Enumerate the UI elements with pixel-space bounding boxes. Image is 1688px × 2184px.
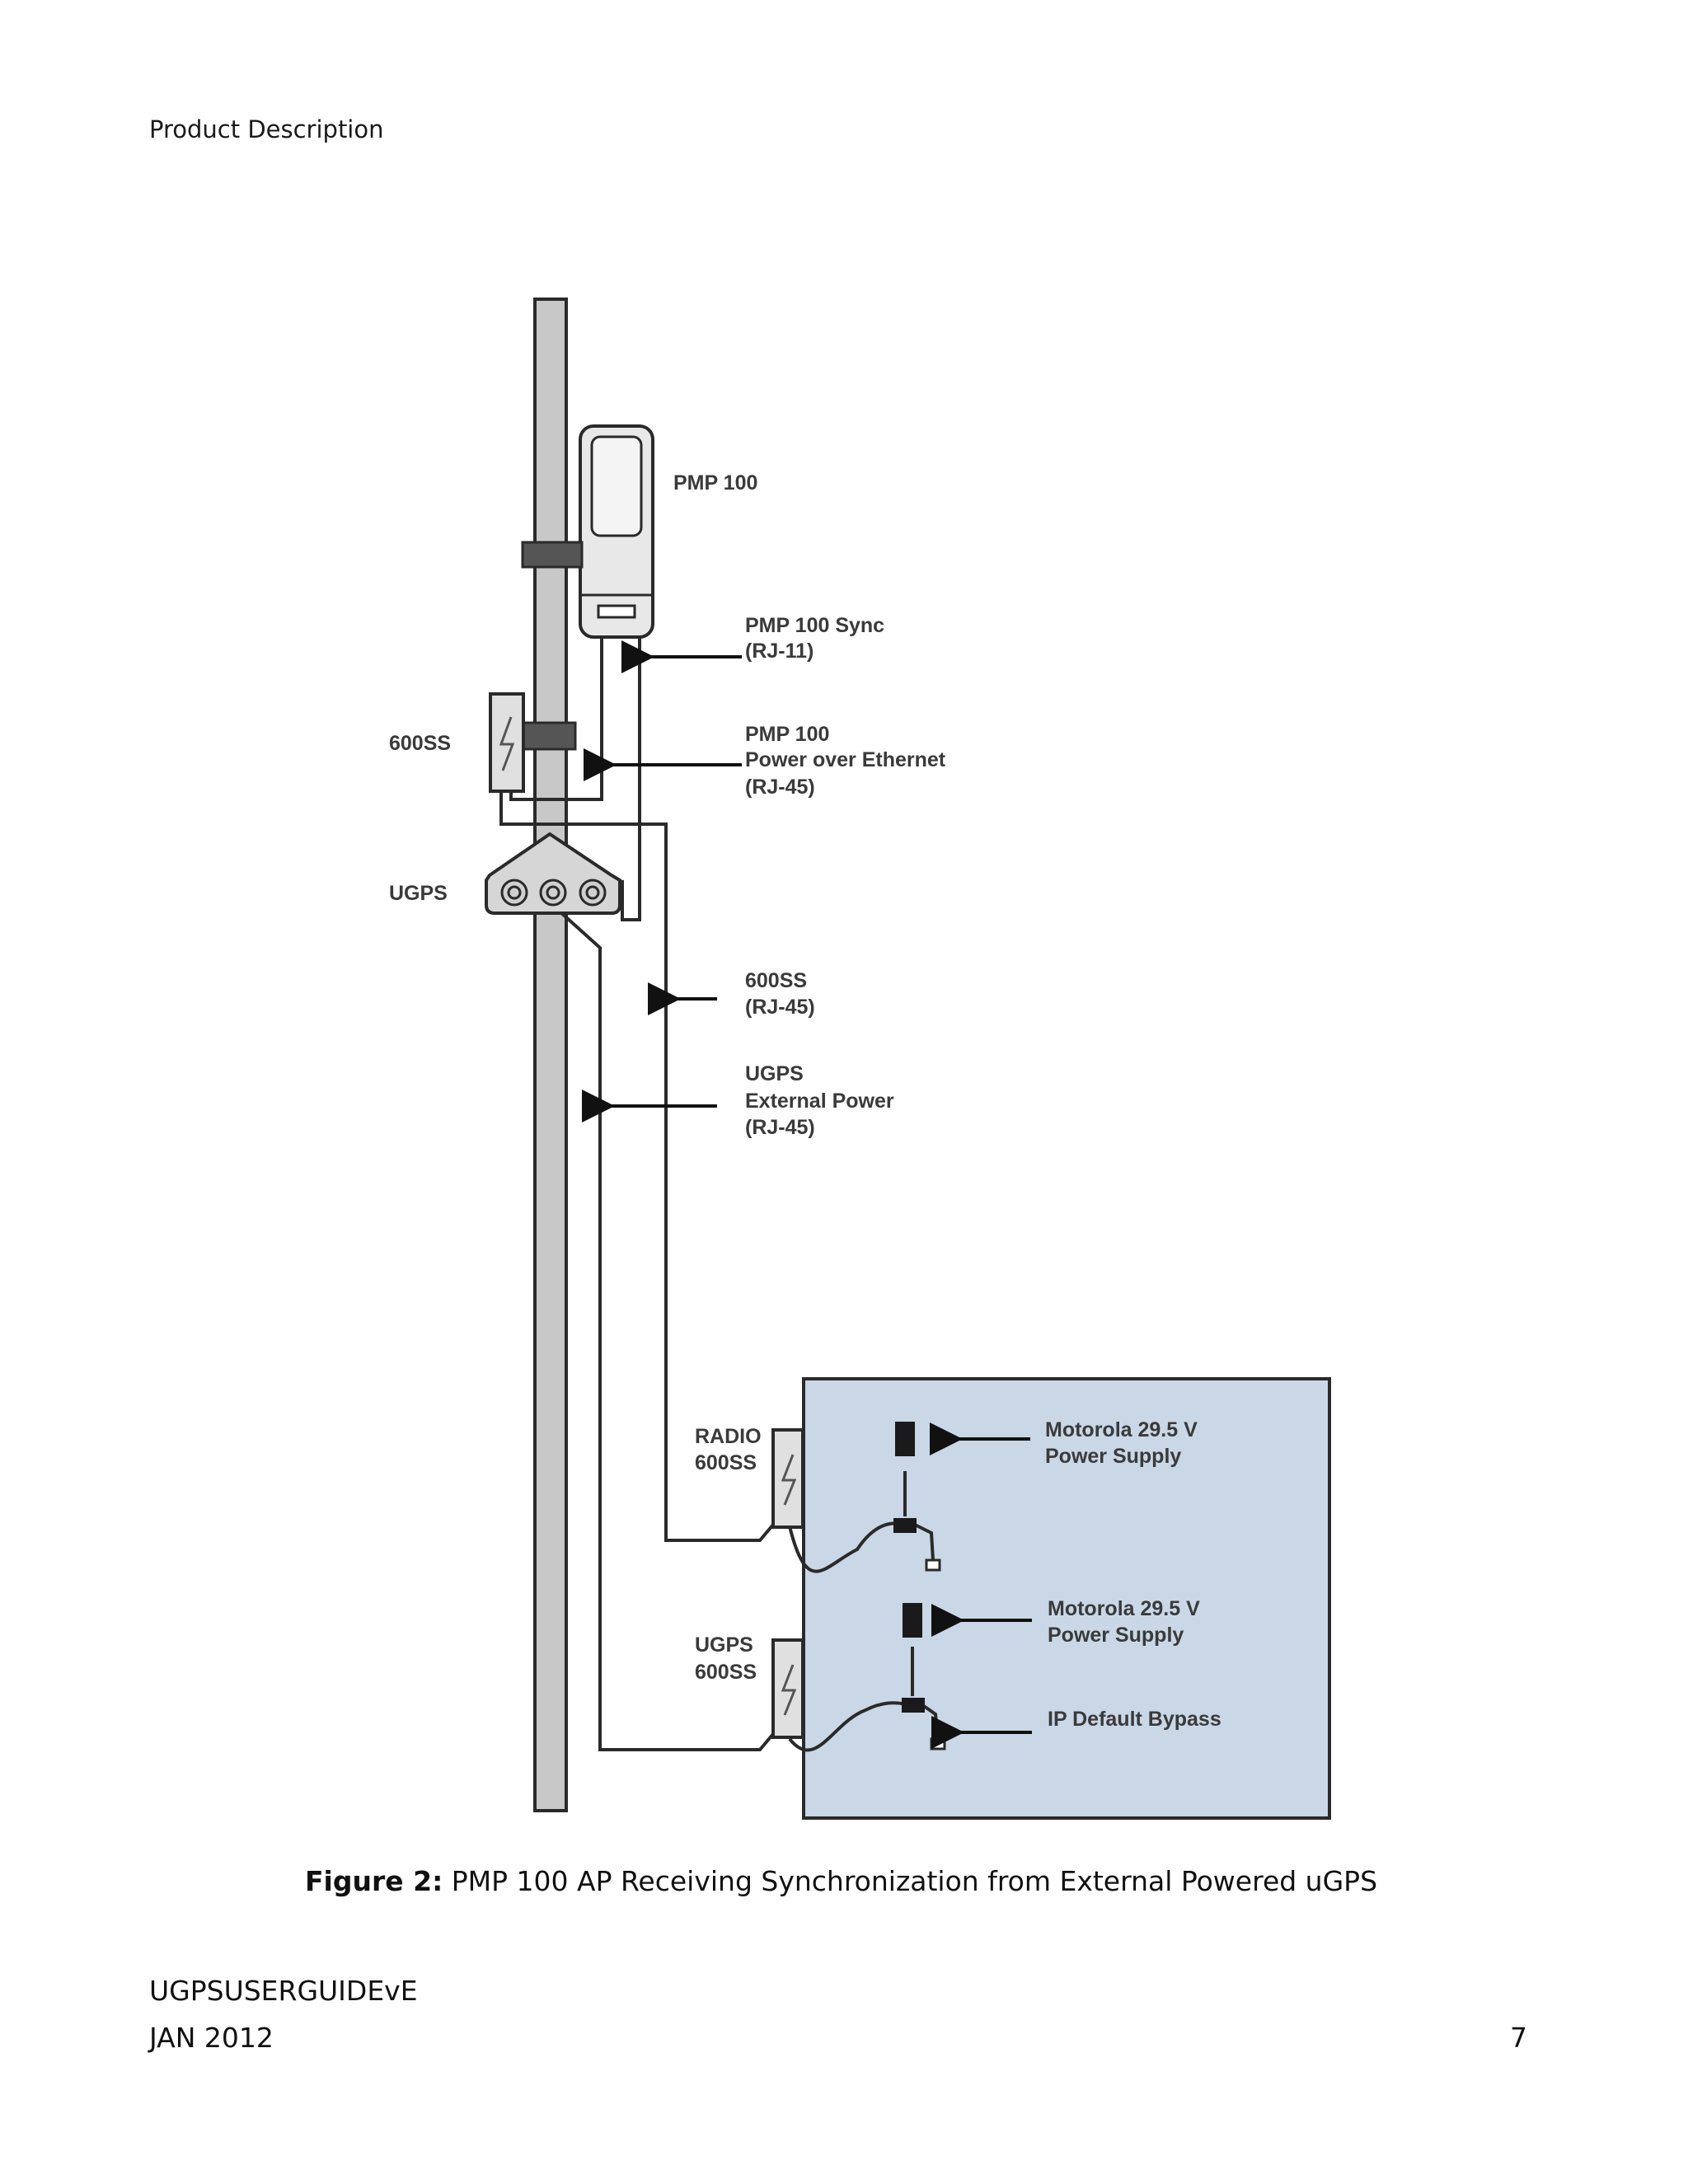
label-poe-line3: (RJ-45): [745, 776, 815, 799]
ss600-cable: [499, 791, 775, 1542]
label-psu2-line2: Power Supply: [1048, 1624, 1184, 1647]
figure-caption-text: PMP 100 AP Receiving Synchronization fro…: [443, 1865, 1378, 1897]
power-connector-2: [902, 1698, 925, 1713]
figure-caption: Figure 2: PMP 100 AP Receiving Synchroni…: [305, 1865, 1377, 1897]
label-psu1-line2: Power Supply: [1045, 1445, 1181, 1468]
ugps-unit: [485, 832, 621, 915]
ugps-psu-cable: [788, 1701, 907, 1752]
enclosure-box: [802, 1377, 1331, 1820]
label-ugps600-line1: UGPS: [695, 1633, 753, 1657]
page-number: 7: [1510, 2022, 1527, 2054]
poe-cable: [509, 628, 603, 801]
ugps-power-cable: [549, 902, 775, 1751]
label-psu1-line1: Motorola 29.5 V: [1045, 1418, 1198, 1441]
figure-caption-label: Figure 2:: [305, 1865, 443, 1897]
sync-cable: [621, 628, 641, 921]
pole-clamp-upper: [521, 541, 584, 569]
label-ugps600-line2: 600SS: [695, 1661, 757, 1684]
footer-date: JAN 2012: [149, 2022, 274, 2054]
label-poe-line1: PMP 100: [745, 723, 829, 746]
label-sync-line1: PMP 100 Sync: [745, 614, 884, 637]
power-connector-1: [893, 1518, 917, 1533]
pmp100-unit: [579, 424, 654, 639]
surge-suppressor-600ss: [489, 692, 525, 793]
label-ugps-ext-line1: UGPS: [745, 1062, 804, 1085]
page-header: Product Description: [149, 115, 384, 143]
radio-600ss-device: [771, 1428, 804, 1529]
label-600ss-cable-line1: 600SS: [745, 969, 807, 992]
label-ip-bypass: IP Default Bypass: [1048, 1708, 1221, 1731]
footer-document-id: UGPSUSERGUIDEvE: [149, 1975, 418, 2007]
label-poe-line2: Power over Ethernet: [745, 748, 946, 771]
psu1-bypass-lead: [914, 1523, 935, 1561]
power-supply-2: [903, 1603, 922, 1638]
label-600ss: 600SS: [389, 732, 451, 755]
power-supply-1: [895, 1422, 915, 1456]
label-ugps: UGPS: [389, 882, 448, 905]
label-radio600-line1: RADIO: [695, 1425, 762, 1448]
ugps-600ss-device: [771, 1638, 804, 1739]
label-sync-line2: (RJ-11): [745, 640, 814, 663]
label-psu2-line1: Motorola 29.5 V: [1048, 1597, 1200, 1620]
label-600ss-cable-line2: (RJ-45): [745, 996, 815, 1019]
bypass-plug-2: [930, 1737, 946, 1750]
pole-clamp-lower: [521, 721, 577, 751]
label-pmp100: PMP 100: [673, 471, 757, 494]
cables: [499, 628, 940, 1752]
radio-psu-cable: [788, 1521, 906, 1573]
mounting-pole: [533, 298, 568, 1812]
label-ugps-ext-line2: External Power: [745, 1090, 894, 1113]
label-radio600-line2: 600SS: [695, 1451, 757, 1474]
label-ugps-ext-line3: (RJ-45): [745, 1116, 815, 1139]
bypass-plug-1: [925, 1558, 941, 1572]
